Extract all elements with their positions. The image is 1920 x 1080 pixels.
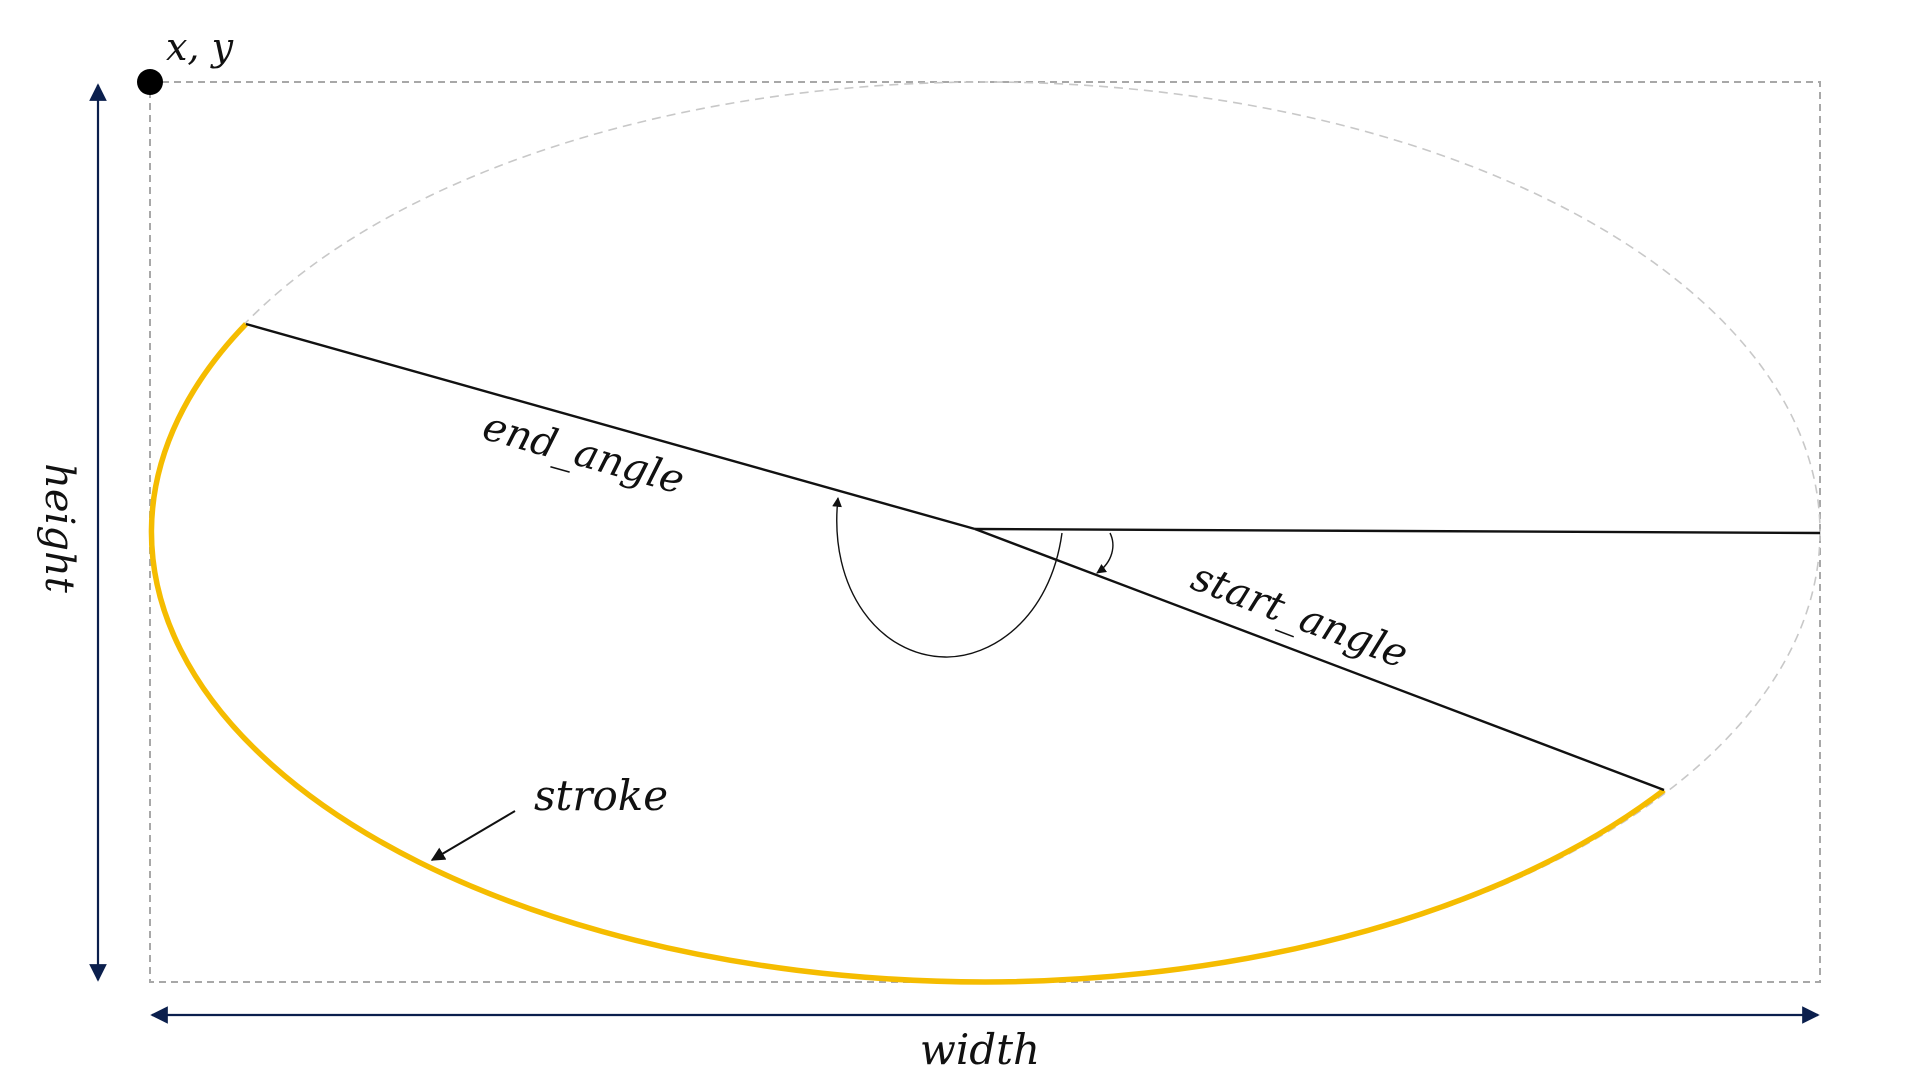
start-angle-label: start_angle bbox=[1185, 554, 1414, 678]
width-label: width bbox=[920, 1025, 1040, 1074]
origin-point bbox=[137, 69, 163, 95]
height-label: height bbox=[36, 463, 82, 594]
reference-line bbox=[974, 527, 1821, 535]
end-angle-arc bbox=[832, 497, 1063, 658]
arc-stroke bbox=[148, 322, 1666, 985]
stroke-pointer-arrow bbox=[430, 810, 516, 861]
stroke-label: stroke bbox=[534, 771, 668, 820]
end-angle-line bbox=[245, 322, 976, 531]
start-angle-arc bbox=[1096, 532, 1114, 574]
origin-label: x, y bbox=[166, 25, 234, 69]
start-angle-line bbox=[974, 527, 1665, 792]
